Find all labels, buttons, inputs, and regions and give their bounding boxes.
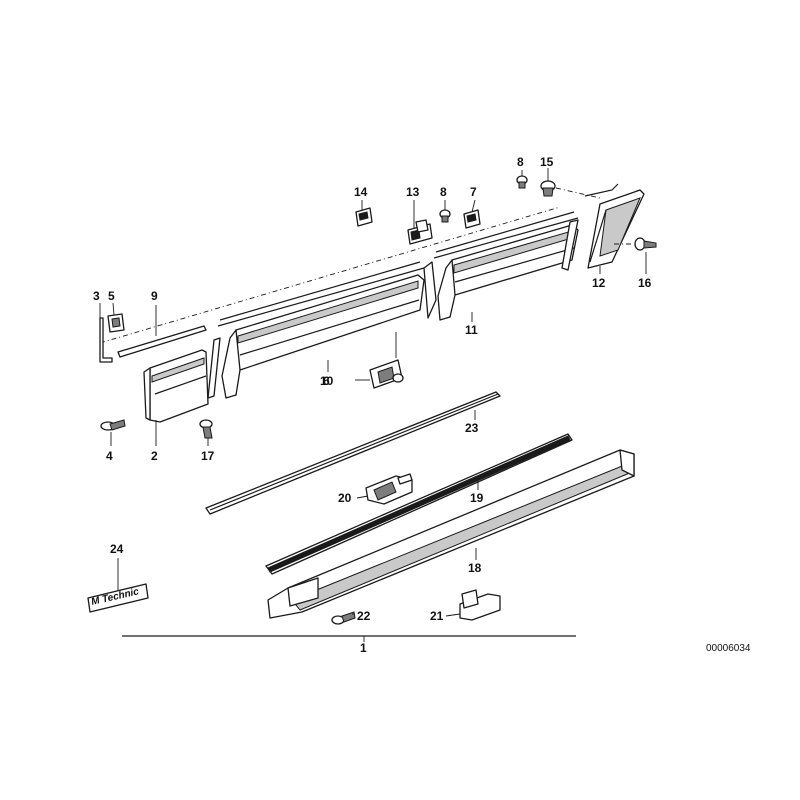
callout-10: 10 bbox=[320, 374, 334, 388]
callout-8a: 8 bbox=[440, 185, 447, 199]
callout-21: 21 bbox=[430, 609, 444, 623]
part-5-clip bbox=[107, 302, 125, 333]
callout-14: 14 bbox=[354, 185, 368, 199]
part-8-cap bbox=[439, 200, 451, 223]
part-6-front-door-trim bbox=[207, 261, 425, 399]
callout-3: 3 bbox=[93, 289, 100, 303]
part-4-screw bbox=[100, 419, 126, 446]
part-19-rocker-seal bbox=[265, 433, 573, 575]
part-14-clip bbox=[355, 200, 373, 227]
callout-5: 5 bbox=[108, 289, 115, 303]
part-2-fender-trim bbox=[143, 349, 209, 446]
callout-22: 22 bbox=[357, 609, 371, 623]
part-21-bracket bbox=[445, 589, 501, 621]
part-3-bracket bbox=[99, 303, 113, 363]
callout-13: 13 bbox=[406, 185, 420, 199]
callout-4: 4 bbox=[106, 449, 113, 463]
part-20-bracket bbox=[356, 473, 413, 505]
part-8-cap-right bbox=[516, 170, 528, 189]
reference-number: 00006034 bbox=[706, 643, 751, 654]
part-18-side-skirt bbox=[267, 449, 635, 619]
callout-12: 12 bbox=[592, 276, 606, 290]
callout-8b: 8 bbox=[517, 155, 524, 169]
part-13-clip bbox=[407, 200, 433, 245]
part-22-screw bbox=[331, 611, 356, 625]
callout-24: 24 bbox=[110, 542, 124, 556]
callout-11: 11 bbox=[465, 323, 478, 337]
part-9-strip bbox=[117, 305, 207, 358]
callout-16: 16 bbox=[638, 276, 652, 290]
part-12-quarter-trim bbox=[587, 189, 645, 274]
part-24-badge: M Technic bbox=[87, 558, 149, 613]
part-11-rear-door-trim bbox=[423, 211, 579, 322]
part-10-clip bbox=[355, 332, 404, 389]
part-17-screw bbox=[199, 419, 213, 446]
callout-17: 17 bbox=[201, 449, 215, 463]
part-16-screw bbox=[614, 237, 657, 274]
callout-15: 15 bbox=[540, 155, 554, 169]
part-23-seal-strip bbox=[205, 391, 501, 515]
callout-20: 20 bbox=[338, 491, 352, 505]
callout-18: 18 bbox=[468, 561, 482, 575]
trim-wire bbox=[584, 183, 619, 197]
alignment-line bbox=[99, 206, 561, 344]
callout-1: 1 bbox=[360, 641, 367, 655]
callout-7: 7 bbox=[470, 185, 477, 199]
part-15-plug bbox=[540, 168, 601, 199]
callout-19: 19 bbox=[470, 491, 484, 505]
part-7-clip bbox=[463, 199, 481, 229]
callout-9: 9 bbox=[151, 289, 158, 303]
callout-23: 23 bbox=[465, 421, 479, 435]
callout-6: 6 bbox=[323, 374, 330, 388]
callout-2: 2 bbox=[151, 449, 158, 463]
